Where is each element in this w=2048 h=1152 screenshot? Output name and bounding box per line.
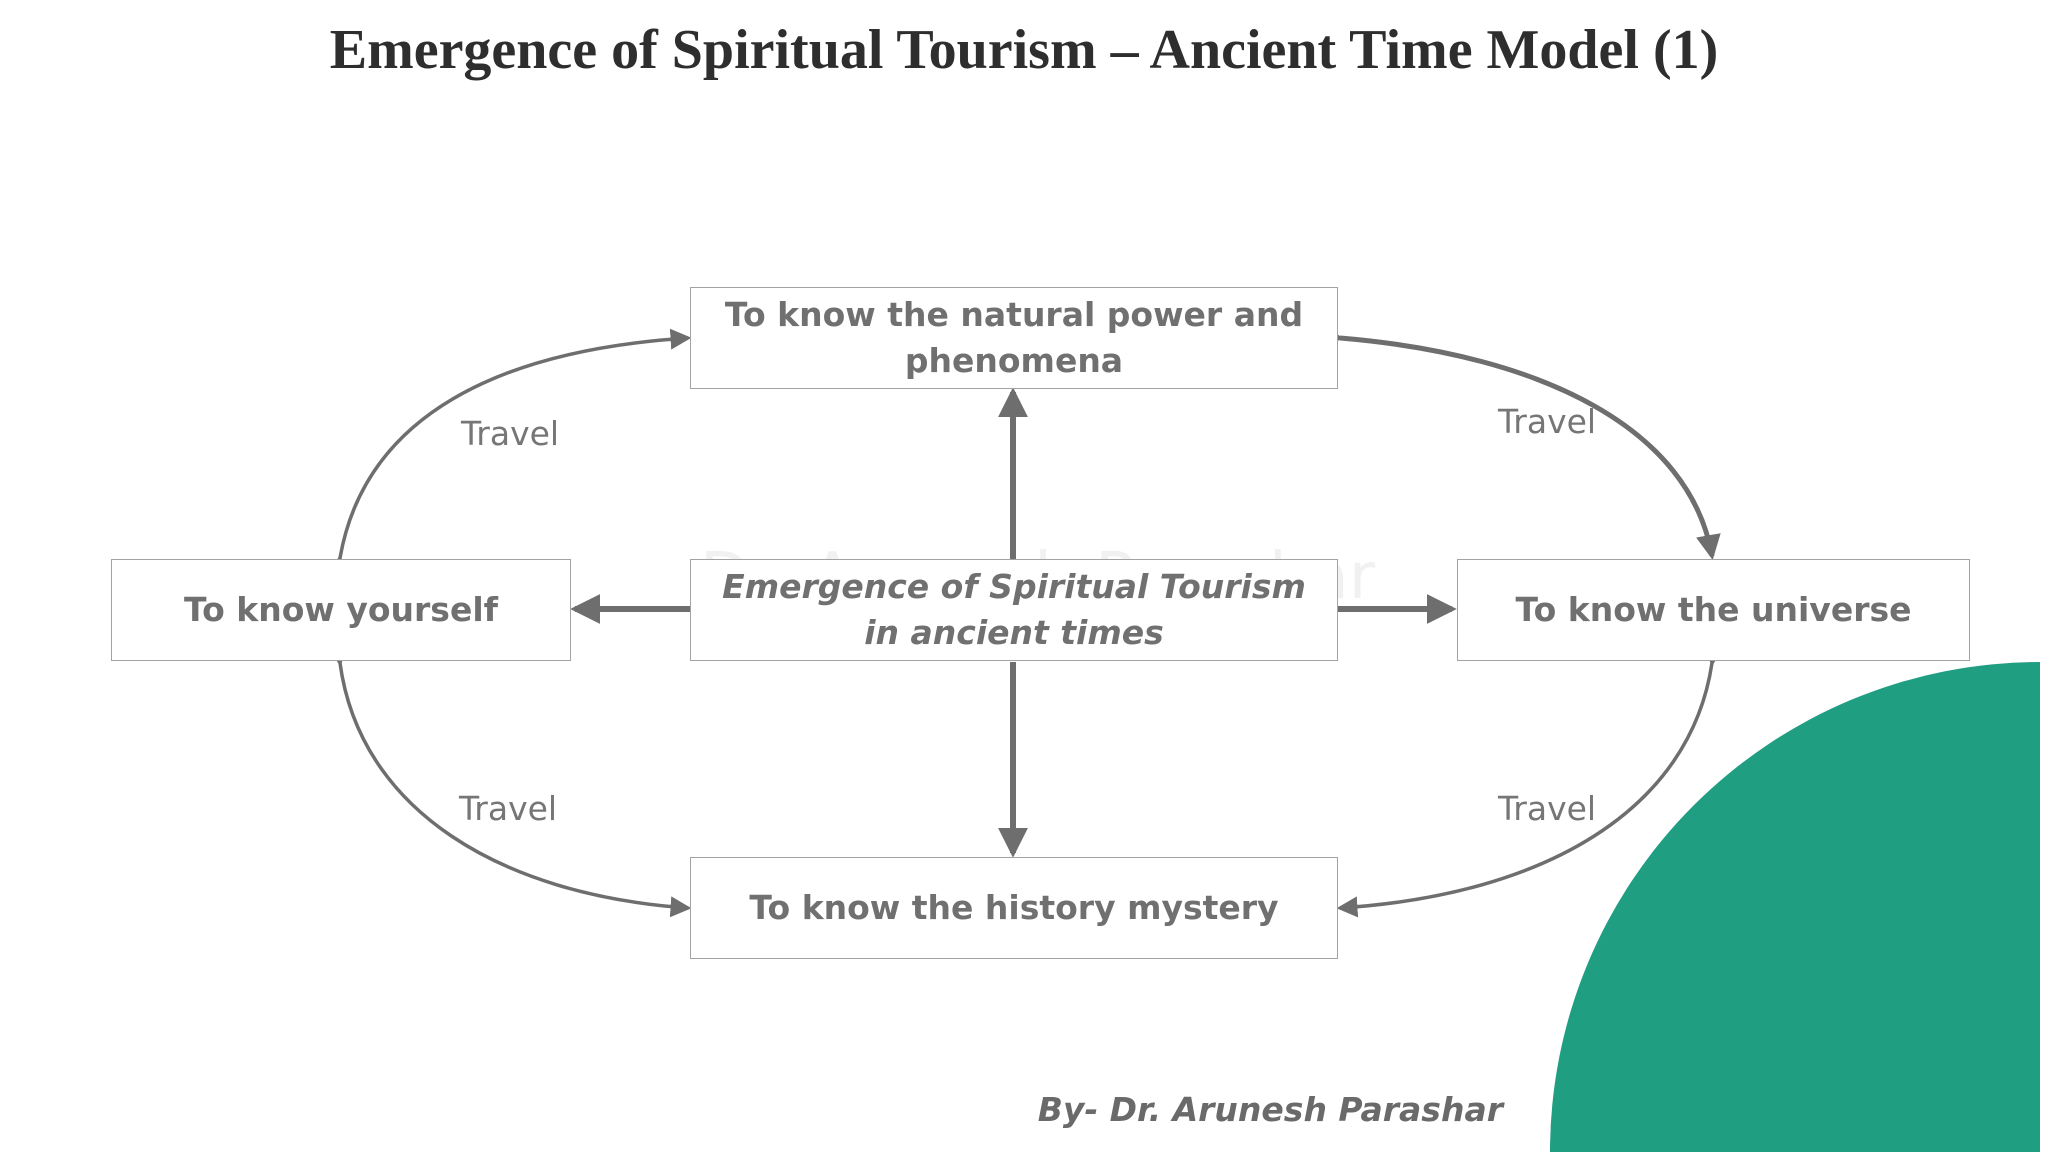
- accent-quarter-circle: [1550, 662, 2040, 1152]
- node-left: To know yourself: [111, 559, 571, 661]
- curve-right-bottom: [1336, 644, 1725, 918]
- travel-label-bottom-left: Travel: [459, 789, 558, 828]
- travel-label-top-right: Travel: [1498, 402, 1597, 441]
- node-center: Emergence of Spiritual Tourism in ancien…: [690, 559, 1338, 661]
- node-right: To know the universe: [1457, 559, 1970, 661]
- curve-left-bottom: [327, 644, 692, 918]
- travel-label-top-left: Travel: [461, 414, 560, 453]
- author-credit: By- Dr. Arunesh Parashar: [1037, 1090, 1503, 1129]
- curve-top-right: [1318, 323, 1721, 560]
- curve-left-top: [326, 328, 692, 578]
- travel-label-bottom-right: Travel: [1498, 789, 1597, 828]
- node-top: To know the natural power and phenomena: [690, 287, 1338, 389]
- slide-title: Emergence of Spiritual Tourism – Ancient…: [329, 19, 1719, 81]
- node-bottom: To know the history mystery: [690, 857, 1338, 959]
